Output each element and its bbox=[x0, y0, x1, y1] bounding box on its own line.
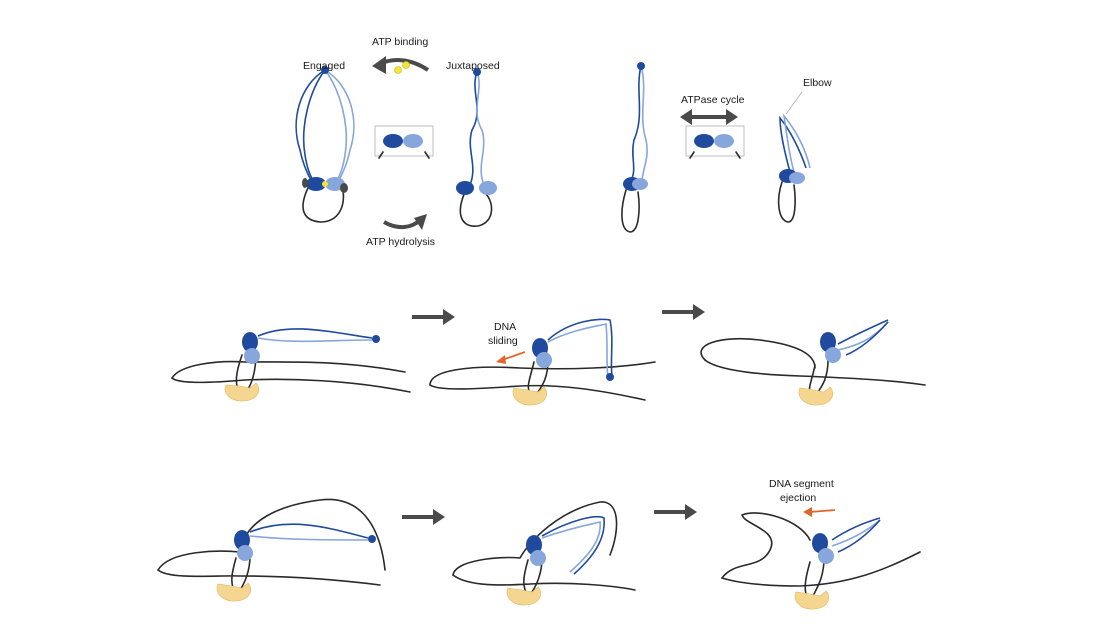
engaged-label: Engaged bbox=[303, 60, 345, 72]
atp-hydrolysis-arrow bbox=[383, 218, 422, 229]
folded-elbow-complex bbox=[777, 113, 811, 223]
atp-hydrolysis-label: ATP hydrolysis bbox=[366, 236, 435, 248]
atp-molecule-icon bbox=[394, 66, 402, 74]
ejection-arrowhead bbox=[803, 507, 812, 517]
engaged-smc-complex bbox=[295, 66, 355, 223]
ejection-panel-1 bbox=[157, 498, 386, 602]
atp-hydrolysis-arrowhead bbox=[414, 214, 427, 230]
atp-binding-label: ATP binding bbox=[372, 36, 428, 48]
atpase-cycle-label: ATPase cycle bbox=[681, 94, 745, 106]
straight-rod-complex bbox=[621, 62, 648, 233]
elbow-label: Elbow bbox=[803, 77, 832, 89]
hawk-subunit-icon bbox=[506, 586, 541, 606]
hawk-subunit-icon bbox=[512, 386, 547, 406]
hawk-subunit-icon bbox=[798, 386, 833, 406]
step-arrowhead bbox=[685, 504, 697, 520]
step-arrowhead bbox=[693, 304, 705, 320]
hawk-subunit-icon bbox=[224, 382, 259, 402]
cycle-arrowhead-left bbox=[680, 109, 692, 125]
step-arrowhead bbox=[443, 309, 455, 325]
head-inset-1 bbox=[374, 125, 434, 159]
juxtaposed-smc-complex bbox=[456, 68, 497, 227]
atp-binding-arrowhead bbox=[372, 56, 386, 74]
atp-molecule-icon bbox=[402, 61, 410, 69]
step-arrowhead bbox=[433, 509, 445, 525]
elbow-pointer-line bbox=[785, 91, 803, 115]
dna-sliding-label-line2: sliding bbox=[488, 335, 518, 347]
sliding-panel-3 bbox=[700, 319, 926, 406]
ejection-panel-3 bbox=[721, 512, 921, 610]
sliding-arrowhead bbox=[496, 355, 506, 364]
ejection-direction-arrow bbox=[809, 509, 836, 513]
segment-ejection-label-line2: ejection bbox=[780, 492, 816, 504]
hawk-subunit-icon bbox=[216, 582, 251, 602]
hawk-subunit-icon bbox=[794, 590, 829, 610]
sliding-panel-1 bbox=[171, 328, 411, 402]
sliding-panel-2 bbox=[429, 318, 656, 406]
sliding-direction-arrow bbox=[501, 351, 526, 361]
segment-ejection-label-line1: DNA segment bbox=[769, 478, 834, 490]
cycle-arrowhead-right bbox=[726, 109, 738, 125]
juxtaposed-label: Juxtaposed bbox=[446, 60, 500, 72]
ejection-panel-2 bbox=[452, 501, 636, 606]
head-inset-2 bbox=[685, 125, 745, 159]
dna-sliding-label-line1: DNA bbox=[494, 321, 516, 333]
